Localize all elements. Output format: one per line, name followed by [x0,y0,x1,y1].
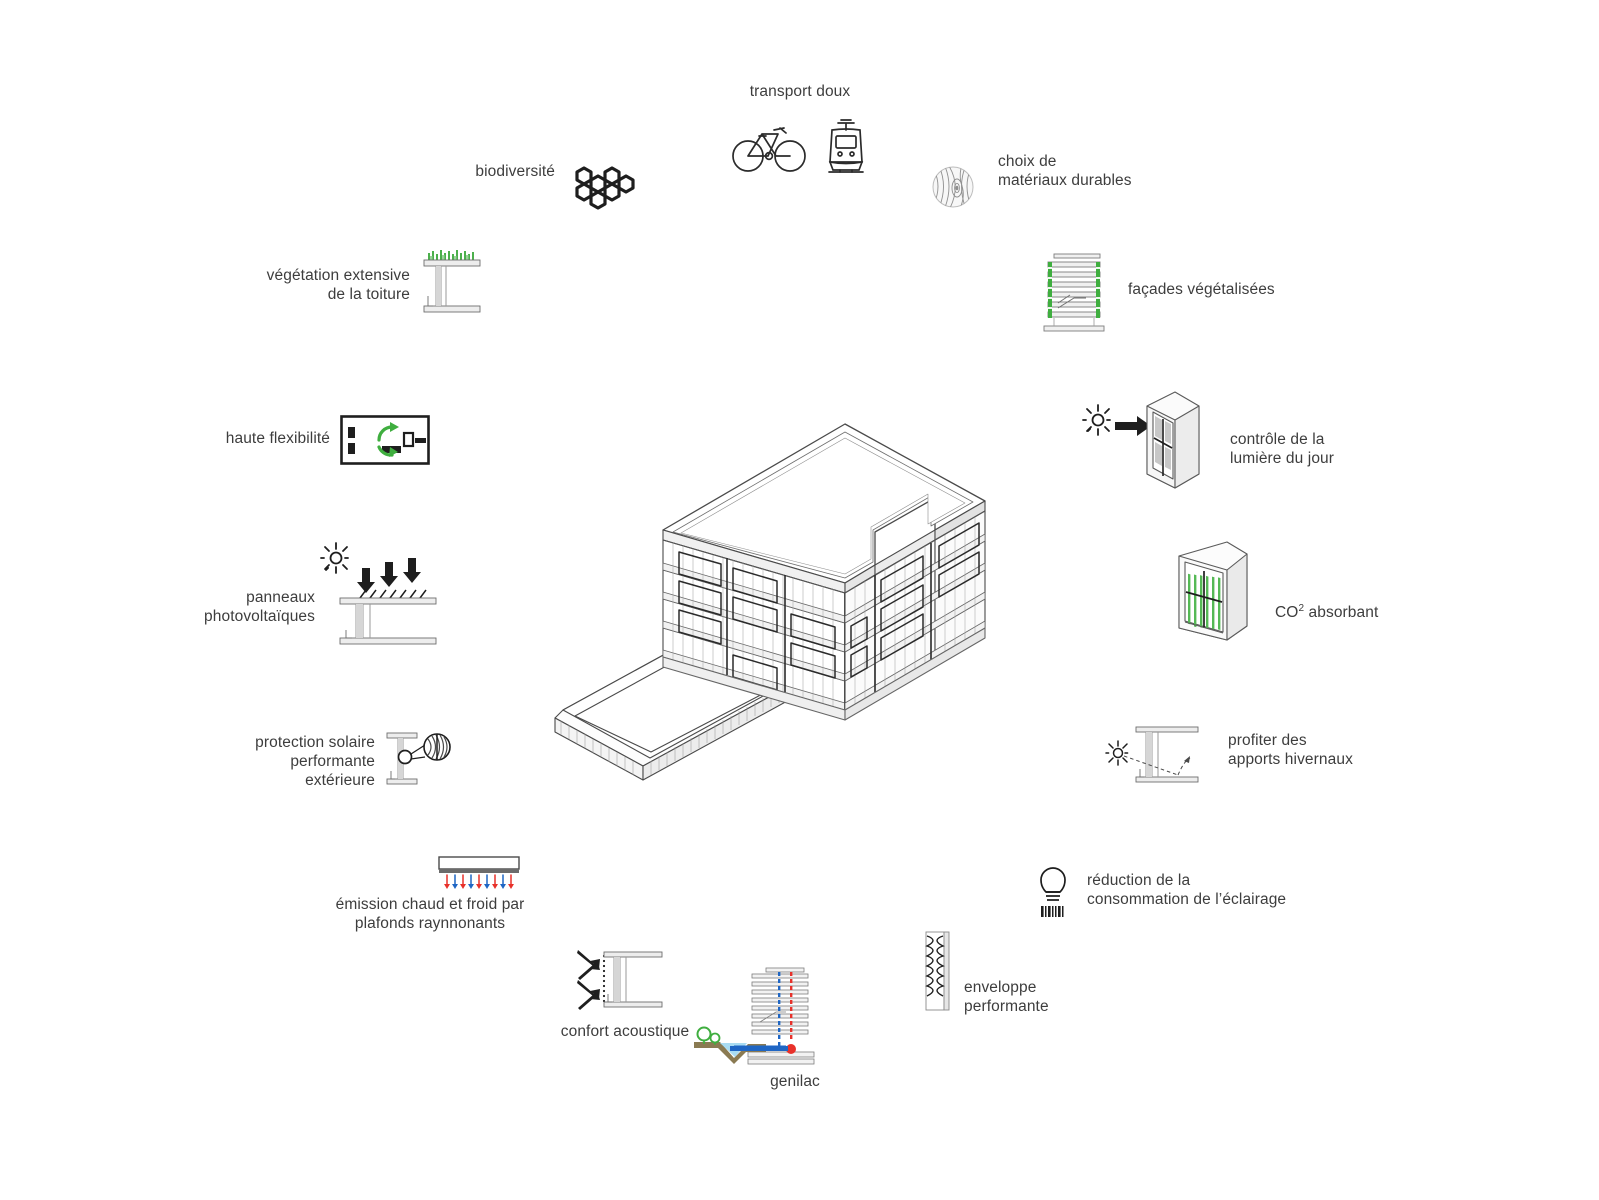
annotation-lumiere: contrôle de la lumière du jour [1075,378,1405,498]
annotation-genilac: genilac [680,960,910,1100]
annotation-facades: façades végétalisées [1040,250,1340,340]
annotation-protection: protection solaire performante extérieur… [215,725,465,815]
bicycle-tram-icon [728,114,888,182]
annotation-enveloppe: enveloppe performante [920,930,1150,1040]
flexible-plan-icon [340,415,430,465]
exterior-blind-icon [381,725,453,791]
label-flexibilite: haute flexibilité [225,430,330,447]
label-facades: façades végétalisées [1128,281,1275,298]
annotation-hivernaux: profiter des apports hivernaux [1100,715,1400,805]
co2-superscript: 2 [1298,603,1305,614]
winter-gain-icon [1100,715,1210,795]
label-photovoltaique: panneaux photovoltaïques [204,589,315,625]
label-lumiere: contrôle de la lumière du jour [1230,431,1335,467]
daylight-window-icon [1075,378,1205,496]
insulation-wall-icon [920,930,954,1012]
co2-suffix: absorbant [1304,604,1379,622]
label-plafonds: émission chaud et froid par plafonds ray… [335,896,525,932]
wood-grain-swatch-icon [930,164,976,210]
annotation-photovoltaique: panneaux photovoltaïques [195,530,445,650]
lake-loop-icon [690,960,850,1068]
planted-window-icon [1175,540,1251,646]
annotation-eclairage: réduction de la consommation de l’éclair… [1035,862,1365,932]
green-roof-section-icon [422,248,484,320]
annotation-transport: transport doux [640,82,960,182]
annotation-co2: CO2 absorbant [1175,540,1465,650]
annotation-biodiversite: biodiversité [400,158,635,218]
label-eclairage: réduction de la consommation de l’éclair… [1087,872,1287,908]
annotation-materiaux: choix de matériaux durables [930,152,1260,222]
pv-roof-sun-icon [300,530,445,650]
label-genilac: genilac [770,1073,820,1090]
label-co2: CO2 absorbant [1275,580,1465,622]
green-facade-section-icon [1040,250,1112,334]
honeycomb-icon [565,158,635,214]
axonometric-building [545,380,1005,781]
label-protection: protection solaire performante extérieur… [255,734,375,789]
radiant-ceiling-icon [435,855,525,897]
label-enveloppe: enveloppe performante [964,979,1049,1015]
acoustic-wall-icon [540,940,670,1018]
label-transport: transport doux [749,83,851,100]
annotation-acoustique: confort acoustique [510,940,740,1060]
label-biodiversite: biodiversité [475,163,555,180]
co2-prefix: CO [1275,604,1299,622]
label-acoustique: confort acoustique [560,1023,690,1040]
annotation-flexibilite: haute flexibilité [190,415,430,475]
label-materiaux: choix de matériaux durables [998,153,1132,189]
lightbulb-icon [1035,862,1071,920]
annotation-toiture: végétation extensive de la toiture [230,248,490,328]
annotation-plafonds: émission chaud et froid par plafonds ray… [270,855,590,955]
label-toiture: végétation extensive de la toiture [266,267,410,303]
label-hivernaux: profiter des apports hivernaux [1228,732,1353,768]
